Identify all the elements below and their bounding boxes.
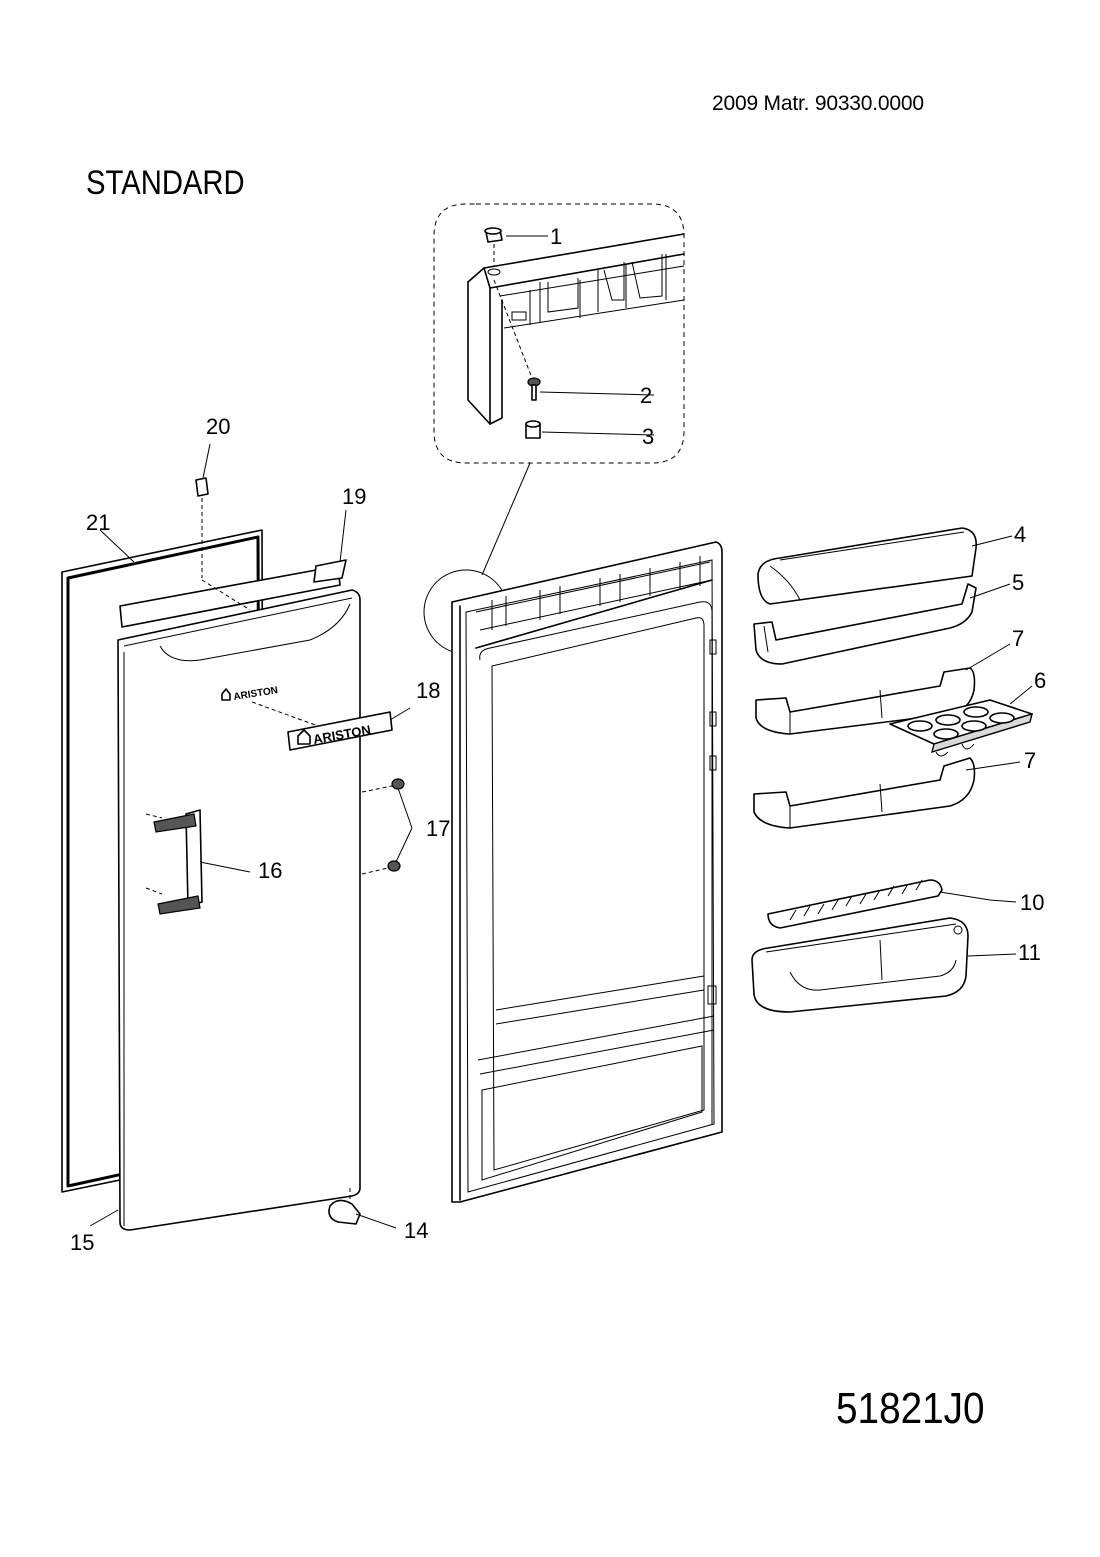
callout-18: 18 <box>416 678 440 703</box>
callout-2: 2 <box>640 383 652 408</box>
clip-part <box>195 477 209 497</box>
inner-door-liner <box>451 541 723 1203</box>
callout-15: 15 <box>70 1230 94 1255</box>
callout-14: 14 <box>404 1218 428 1243</box>
callout-4: 4 <box>1014 522 1026 547</box>
egg-tray <box>889 699 1033 757</box>
callout-6: 6 <box>1034 668 1046 693</box>
callout-16: 16 <box>258 858 282 883</box>
callout-labels: 1 2 3 4 5 7 6 7 10 11 14 15 16 17 18 19 … <box>70 224 1046 1255</box>
diagram-title: STANDARD <box>86 164 245 202</box>
screws <box>361 778 405 875</box>
callout-19: 19 <box>342 484 366 509</box>
door-shelf-middle <box>753 757 976 829</box>
leader-lines <box>89 443 1033 1229</box>
callout-17: 17 <box>426 816 450 841</box>
callout-11: 11 <box>1018 940 1041 965</box>
callout-21: 21 <box>86 510 110 535</box>
callout-1: 1 <box>550 224 562 249</box>
hinge-detail-inset <box>433 203 685 464</box>
dairy-cover <box>757 527 978 605</box>
callout-20: 20 <box>206 414 230 439</box>
callout-7-middle: 7 <box>1024 748 1036 773</box>
drawing-code: 51821J0 <box>836 1384 985 1433</box>
callout-7-top: 7 <box>1012 626 1024 651</box>
bottom-hinge <box>328 1188 361 1225</box>
callout-10: 10 <box>1020 890 1044 915</box>
callout-3: 3 <box>642 424 654 449</box>
callout-5: 5 <box>1012 570 1024 595</box>
outer-door-panel: ARISTON <box>117 498 361 1231</box>
bottle-divider <box>767 879 943 929</box>
detail-leader-line <box>481 462 531 576</box>
bottle-shelf <box>751 917 969 1013</box>
header-material-number: 2009 Matr. 90330.0000 <box>712 92 924 115</box>
upper-door-shelf <box>753 583 977 665</box>
